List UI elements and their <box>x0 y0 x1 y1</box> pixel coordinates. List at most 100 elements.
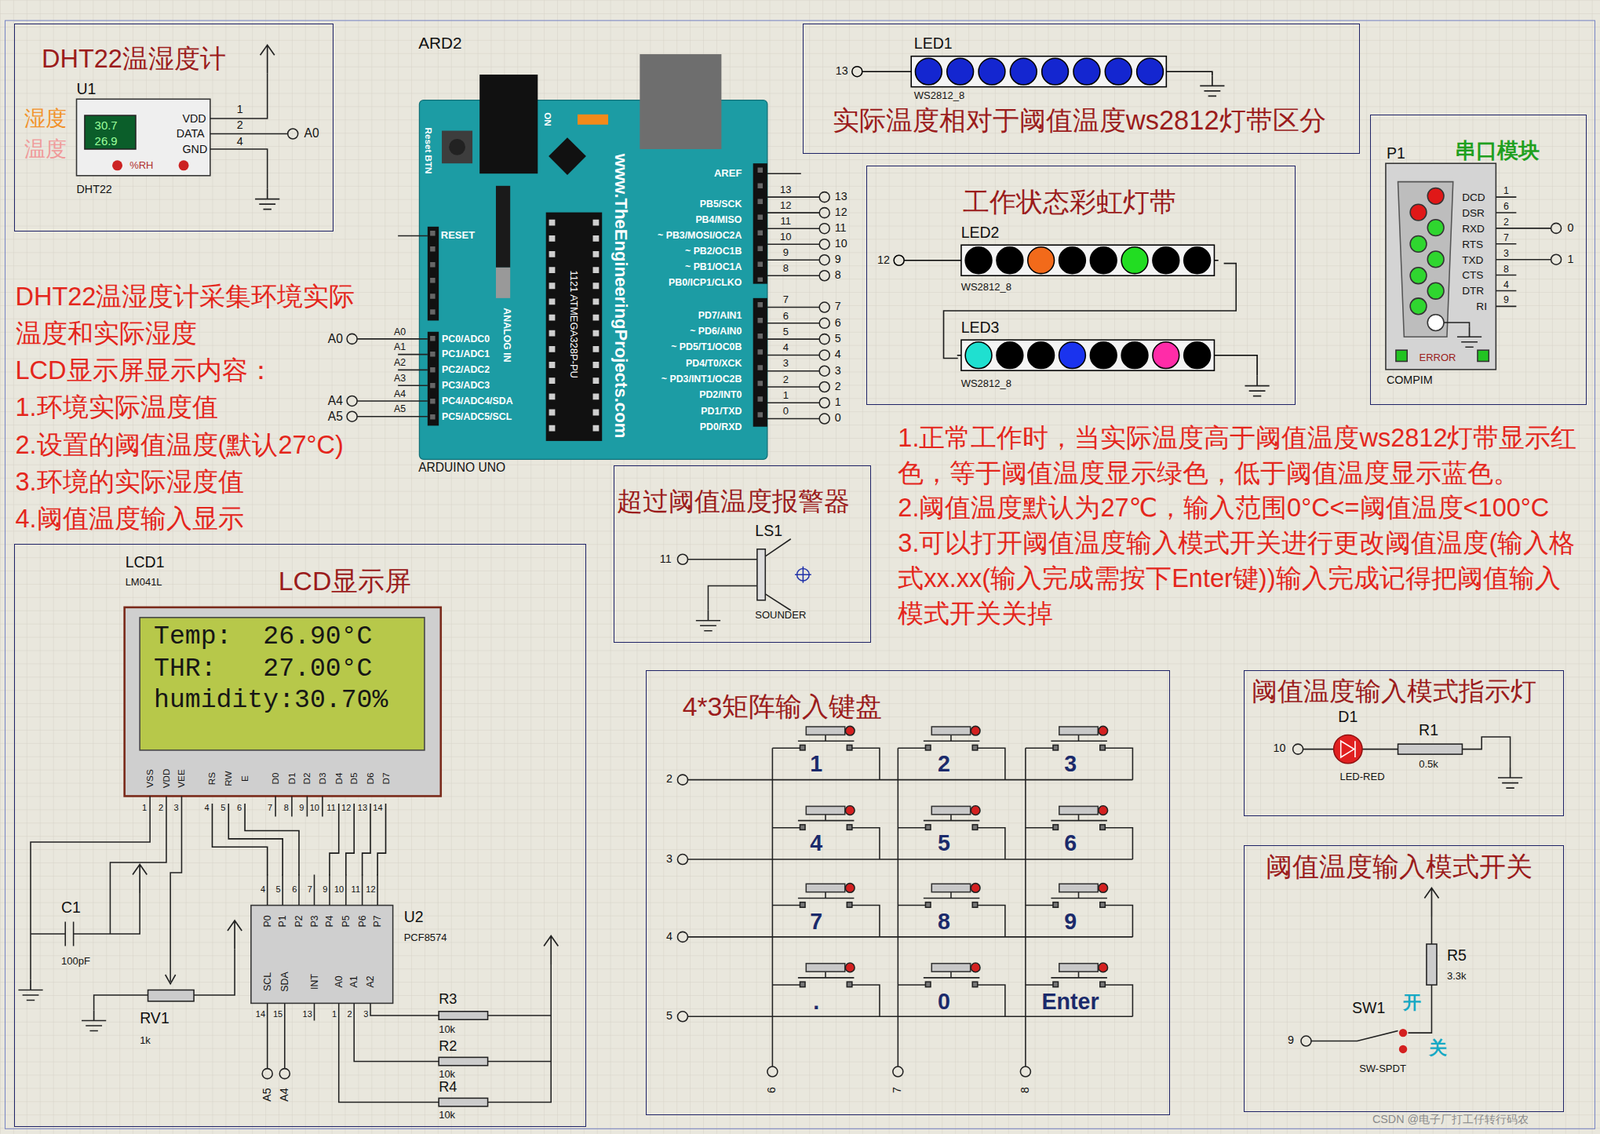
keypad-matrix <box>1025 962 1134 1017</box>
component-text: U2 <box>404 907 424 926</box>
arduino-board <box>639 54 722 150</box>
arduino-board <box>819 255 830 266</box>
mode-switch <box>1301 1035 1312 1047</box>
pin-name: INT <box>308 973 321 990</box>
pin-number: 3 <box>363 1009 369 1020</box>
net-label: A0 <box>304 126 320 142</box>
ws2812-strip <box>961 339 1214 371</box>
pin-name: E <box>239 775 251 782</box>
key-label: 5 <box>937 829 951 857</box>
pcf8574-chip <box>267 1002 439 1102</box>
indicator-led <box>1497 767 1523 788</box>
net-label: 10 <box>834 236 848 251</box>
pin-name: SCL <box>261 972 274 992</box>
panel-frame: 串口模块P1DCDDSRRXDRTSTXDCTSDTRRIERRORCOMPIM <box>1370 114 1586 405</box>
pin-number: 1 <box>236 103 244 117</box>
part-label: 湿度 <box>24 105 67 132</box>
net-label: 8 <box>1018 1086 1032 1094</box>
panel-title: 实际温度相对于阈值温度ws2812灯带区分 <box>832 105 1327 138</box>
part-label: 10k <box>438 1023 456 1036</box>
pin-name: D5 <box>348 772 360 785</box>
arduino-board <box>346 333 358 344</box>
pin-name: RESET <box>441 229 475 243</box>
arduino-board <box>441 131 473 165</box>
pin-number: 9 <box>1503 294 1509 307</box>
pin-number: 4 <box>260 884 266 895</box>
mode-switch <box>1399 1028 1407 1037</box>
keypad-matrix <box>1025 805 1134 860</box>
pin-number: 0 <box>783 405 789 419</box>
pin-name: PC2/ADC2 <box>441 364 490 376</box>
wire <box>329 803 339 876</box>
key-label: 2 <box>937 750 951 777</box>
panel-title: 超过阈值温度报警器 <box>616 486 850 518</box>
part-label: DHT22 <box>76 182 113 197</box>
ws2812-strip <box>1027 247 1055 274</box>
part-label: 100pF <box>61 954 91 968</box>
keypad-matrix <box>1025 883 1134 937</box>
pin-number: 4 <box>204 802 209 813</box>
pin-name: A2 <box>364 975 377 988</box>
pin-name: ~ PD6/AIN0 <box>689 325 742 338</box>
ws2812-strip <box>1089 247 1117 274</box>
part-label: 3.3k <box>1446 970 1467 984</box>
arduino-board <box>819 270 830 281</box>
keypad-matrix <box>677 854 688 865</box>
pin-number: 2 <box>236 118 244 132</box>
arduino-board <box>432 167 760 425</box>
arduino-board <box>819 223 830 234</box>
pin-number: 6 <box>1503 200 1509 213</box>
mode-switch <box>1399 1045 1407 1054</box>
pin-name: A1 <box>348 975 361 988</box>
ws2812-strip <box>996 247 1024 274</box>
part-label: 温度 <box>24 135 67 162</box>
component-body: LCD1LM041LTemp: 26.90°CTHR: 27.00°Chumid… <box>120 550 451 804</box>
component-text: PCF8574 <box>404 931 448 944</box>
pin-number: 13 <box>779 183 791 197</box>
pin-name: A0 <box>332 975 345 988</box>
pin-name: SDA <box>278 971 291 992</box>
arduino-board <box>495 267 511 299</box>
component-text: 26.9 <box>94 134 118 149</box>
part-label: 10k <box>438 1109 456 1123</box>
pin-number: 11 <box>351 884 361 895</box>
net-label: 5 <box>834 331 842 346</box>
pin-number: 14 <box>372 802 383 813</box>
pin-name: VEE <box>175 769 187 788</box>
ws2812-strip <box>1244 375 1269 397</box>
component-body: LED1WS2812_8 <box>907 34 1183 107</box>
component-text: ERROR <box>1419 351 1457 365</box>
component-text: WS2812_8 <box>914 89 965 103</box>
component-text: CTS <box>1461 269 1484 282</box>
ws2812-strip <box>1042 58 1069 85</box>
ws2812-strip <box>1137 58 1164 85</box>
pin-number: 9 <box>783 246 789 259</box>
pin-name: P6 <box>356 915 369 928</box>
key-label: 0 <box>937 987 951 1015</box>
part-label: 10k <box>438 1068 456 1082</box>
pin-name: ~ PB3/MOSI/OC2A <box>657 229 742 242</box>
pin-number: 2 <box>346 1009 352 1020</box>
keypad-matrix <box>687 747 1133 1067</box>
pin-number: 10 <box>309 802 320 813</box>
pin-name: D7 <box>380 772 392 785</box>
arduino-board <box>753 298 768 427</box>
net-label: A0 <box>328 331 343 347</box>
arduino-board <box>819 239 830 250</box>
key-label: 3 <box>1064 750 1077 777</box>
component-body: LED3WS2812_8 <box>958 320 1225 397</box>
component-text: WS2812_8 <box>961 377 1012 390</box>
pin-name: ~ PB2/OC1B <box>685 245 742 258</box>
arduino-board <box>819 381 830 392</box>
pin-name: ON <box>542 112 554 127</box>
dht22-sensor <box>112 160 123 171</box>
panel-frame: 工作状态彩虹灯带LED2WS2812_8LED3WS2812_8 <box>866 165 1296 405</box>
pin-number: 3 <box>1503 247 1509 259</box>
compim-connector <box>1398 182 1454 338</box>
key-label: 1 <box>809 750 823 777</box>
pin-number: 13 <box>302 1009 313 1020</box>
part-label: R4 <box>438 1078 457 1097</box>
net-label: A4 <box>277 1088 292 1103</box>
arduino-board <box>346 395 358 406</box>
part-label: R5 <box>1446 947 1467 966</box>
